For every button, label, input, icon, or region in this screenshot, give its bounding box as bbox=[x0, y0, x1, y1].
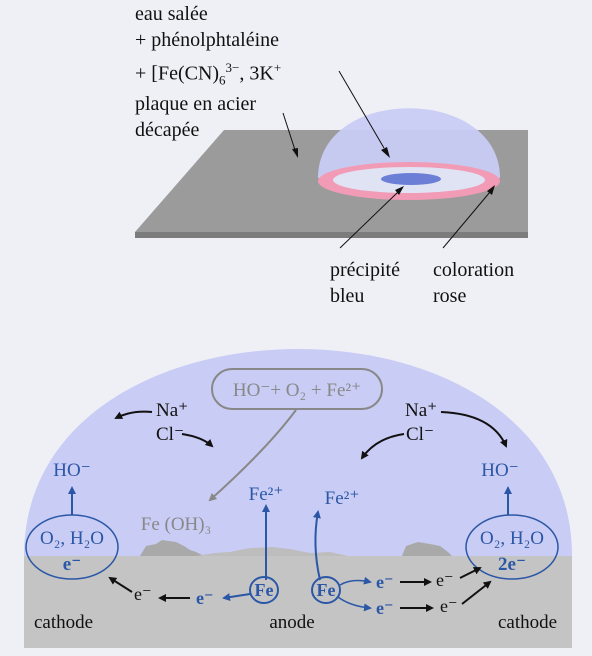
surface-roughness bbox=[196, 547, 348, 556]
electron-flow-right-blue-top bbox=[339, 576, 372, 586]
pointer-plate-head bbox=[292, 148, 298, 158]
e-left-blue-label: e⁻ bbox=[196, 588, 214, 608]
na-right-arrow bbox=[440, 411, 508, 448]
salt-water-drop bbox=[318, 108, 500, 178]
cl-right-label: Cl⁻ bbox=[406, 424, 434, 445]
ho-left-label: HO⁻ bbox=[53, 460, 90, 481]
formula-part2: , 3K bbox=[239, 62, 274, 85]
formula-sup2: + bbox=[273, 60, 282, 75]
reaction-to-feoh3-arrow bbox=[208, 409, 297, 502]
pointer-precipitate bbox=[339, 191, 399, 249]
cathode-zone-left bbox=[25, 514, 119, 580]
o2h2o-right-label: O₂, H₂O bbox=[480, 528, 544, 549]
fe2-left-label: Fe²⁺ bbox=[249, 484, 284, 505]
na-left-arrow bbox=[114, 410, 153, 419]
blue-precipitate bbox=[381, 173, 441, 185]
precipitate-label-1: précipité bbox=[330, 259, 400, 281]
fe-right-label: Fe bbox=[317, 580, 336, 600]
feoh3-label: Fe (OH)₃ bbox=[141, 514, 211, 535]
e-right-blue-top-label: e⁻ bbox=[376, 572, 394, 592]
electron-flow-to-cathode-left bbox=[108, 576, 133, 593]
rust-deposit-left bbox=[140, 540, 204, 556]
electron-flow-to-cathode-right-top bbox=[459, 567, 482, 579]
cl-right-arrow bbox=[360, 433, 405, 460]
cl-left-arrow bbox=[181, 433, 214, 448]
electron-flow-to-cathode-right-bot bbox=[461, 580, 492, 605]
electron-flow-left-blue bbox=[222, 593, 251, 602]
formula-sub: 6 bbox=[219, 72, 226, 88]
plate-label-2: décapée bbox=[135, 119, 200, 141]
anode-label: anode bbox=[269, 612, 314, 633]
fe-atom-right bbox=[311, 576, 341, 604]
na-left-label: Na⁺ bbox=[156, 400, 188, 421]
reaction-box-label: HO⁻+ O₂ + Fe²⁺ bbox=[233, 380, 361, 401]
plate-label-1: plaque en acier bbox=[135, 93, 257, 115]
pointer-pink-head bbox=[487, 185, 495, 195]
o2h2o-left-label: O₂, H₂O bbox=[40, 528, 104, 549]
cathode-zone-right bbox=[465, 514, 559, 580]
pointer-plate bbox=[282, 112, 296, 151]
reaction-box bbox=[211, 368, 383, 410]
pointer-pink bbox=[442, 191, 491, 249]
formula-sup: 3− bbox=[225, 60, 240, 75]
ho-right-label: HO⁻ bbox=[481, 460, 518, 481]
fe2-right-label: Fe²⁺ bbox=[325, 488, 360, 509]
coloration-label-1: coloration bbox=[433, 259, 515, 281]
cathode-left-label: cathode bbox=[34, 612, 93, 633]
precipitate-label-2: bleu bbox=[330, 285, 365, 307]
e-right-black-top-label: e⁻ bbox=[436, 570, 454, 590]
solution-label-2: + phénolphtaléine bbox=[135, 29, 280, 51]
pointer-precipitate-head bbox=[395, 186, 404, 195]
cathode-right-label: cathode bbox=[498, 612, 557, 633]
solution-label-3: + [Fe(CN)63−, 3K+ bbox=[135, 56, 281, 93]
e-right-blue-bot-label: e⁻ bbox=[376, 598, 394, 618]
na-right-label: Na⁺ bbox=[405, 400, 437, 421]
fe-atom-left bbox=[249, 576, 279, 604]
fe2-right-arrow bbox=[312, 510, 321, 581]
fe-left-label: Fe bbox=[255, 580, 274, 600]
e-left-cathode-label: e⁻ bbox=[63, 554, 81, 575]
formula-part: + [Fe(CN) bbox=[135, 62, 220, 85]
pointer-solution-head bbox=[381, 147, 390, 158]
e-left-black-label: e⁻ bbox=[134, 584, 152, 604]
pointer-solution bbox=[338, 70, 385, 149]
electron-flow-right-blue-bot bbox=[337, 596, 372, 612]
solution-label-1: eau salée bbox=[135, 3, 208, 25]
drop-cross-section bbox=[24, 349, 572, 556]
steel-plate-edge bbox=[135, 232, 528, 238]
cl-left-label: Cl⁻ bbox=[156, 424, 184, 445]
2e-right-cathode-label: 2e⁻ bbox=[498, 554, 526, 575]
rust-deposit-right bbox=[402, 542, 452, 556]
metal-substrate bbox=[24, 556, 572, 648]
top-diagram bbox=[135, 70, 528, 249]
e-right-black-bot-label: e⁻ bbox=[440, 596, 458, 616]
coloration-label-2: rose bbox=[433, 285, 467, 307]
